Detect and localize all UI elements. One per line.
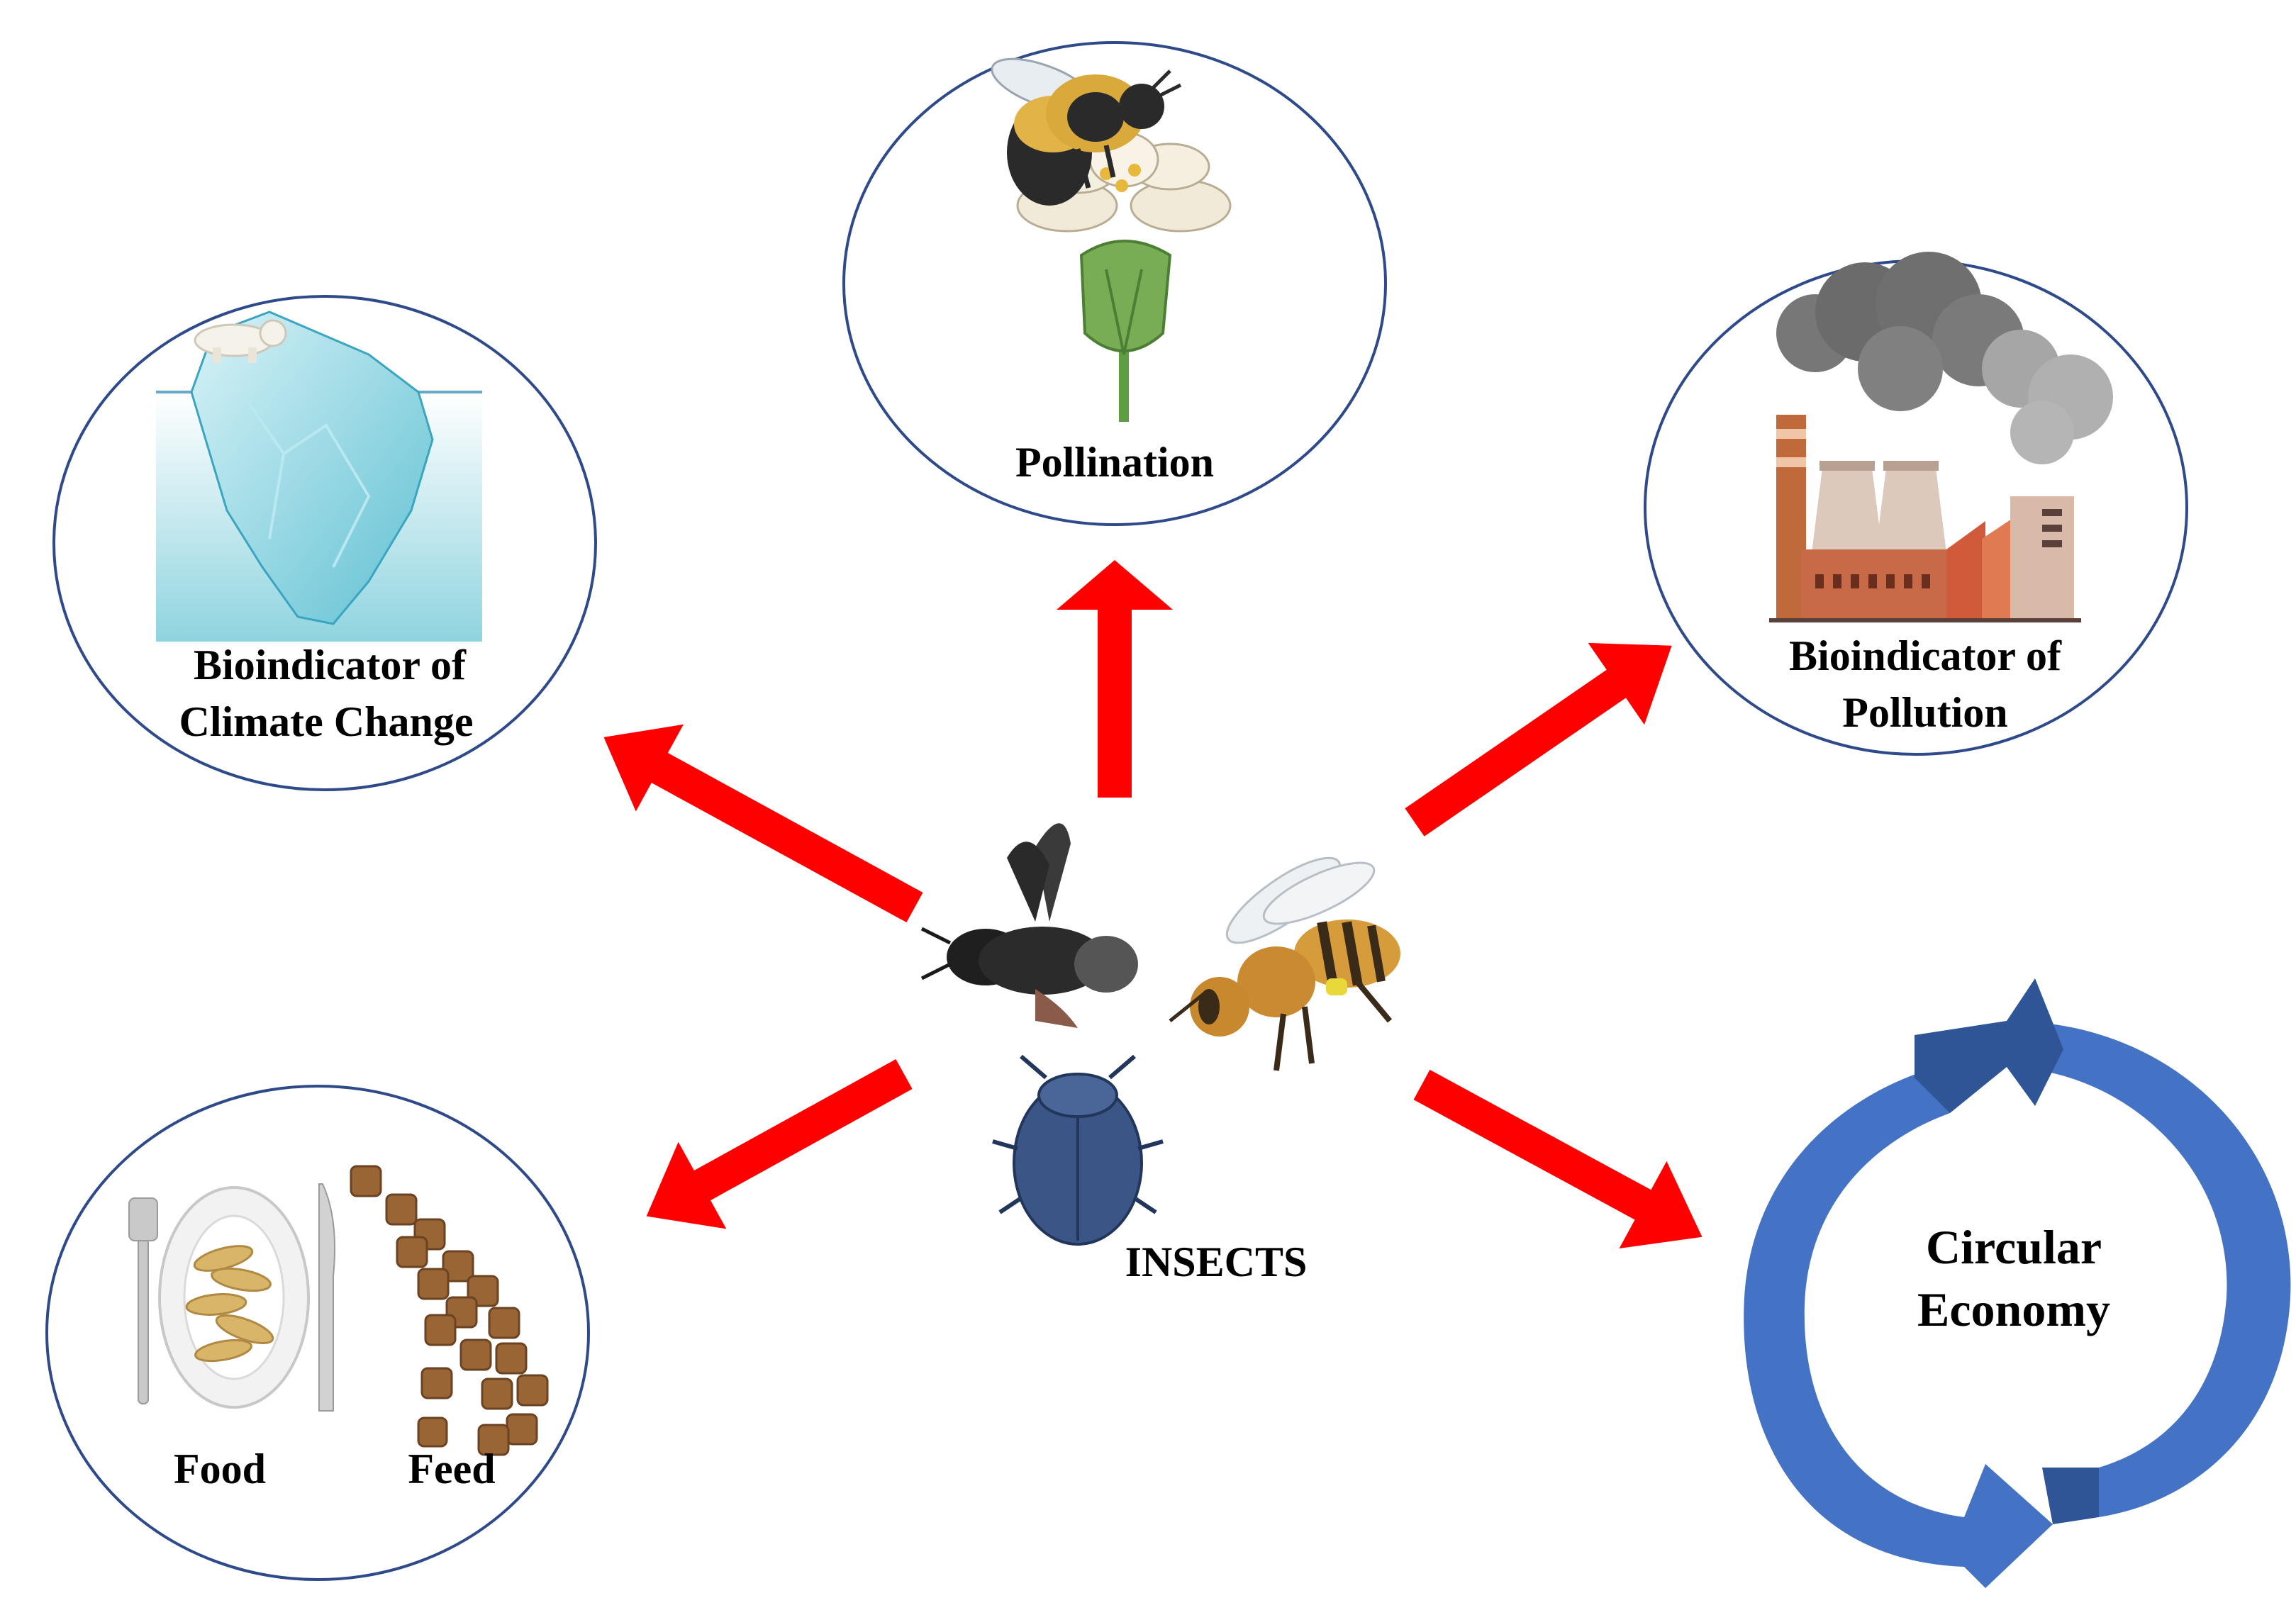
circular-economy-node: Circular Economy: [1744, 978, 2291, 1588]
arrow-to-climate: [603, 724, 923, 923]
pollination-node: Pollination: [842, 41, 1387, 526]
knife-icon: [318, 1183, 336, 1412]
center-insects: INSECTS: [920, 823, 1400, 1285]
pollination-label: Pollination: [1015, 439, 1214, 486]
black-bee-icon: [920, 823, 1138, 1028]
fork-icon: [128, 1197, 158, 1404]
insects-label: INSECTS: [1125, 1239, 1308, 1285]
factory-icon: [1769, 415, 2081, 622]
feed-pellets-icon: [350, 1165, 549, 1456]
climate-label-line2: Climate Change: [179, 698, 474, 745]
food-label: Food: [174, 1446, 266, 1492]
cycle-arrows-icon: [1744, 978, 2291, 1588]
arrow-down-right: [1413, 1069, 1703, 1248]
arrow-up: [1057, 560, 1173, 798]
arrow-up-right: [1405, 642, 1672, 837]
iceberg-icon: [156, 311, 482, 642]
food-feed-circle: [45, 1085, 590, 1581]
arrow-to-pollution: [1405, 642, 1672, 837]
honeybee-icon: [1169, 856, 1400, 1071]
arrow-to-circular-economy: [1413, 1069, 1703, 1248]
pollution-label-line2: Pollution: [1842, 689, 2007, 736]
beetle-icon: [992, 1054, 1164, 1246]
feed-label: Feed: [408, 1446, 495, 1492]
arrow-to-food-feed: [646, 1058, 913, 1229]
food-feed-node: Food Feed: [45, 1085, 590, 1581]
larvae-icon: [185, 1245, 274, 1363]
climate-change-node: Bioindicator of Climate Change: [52, 295, 597, 791]
climate-label-line1: Bioindicator of: [194, 642, 467, 688]
circular-label-line1: Circular: [1926, 1220, 2102, 1274]
circular-label-line2: Economy: [1917, 1282, 2110, 1336]
pollution-label-line1: Bioindicator of: [1789, 632, 2062, 679]
arrow-up-left: [603, 724, 923, 923]
bumblebee-icon: [991, 57, 1182, 206]
arrow-to-pollination: [1057, 560, 1173, 798]
pollution-node: Bioindicator of Pollution: [1644, 252, 2188, 756]
polar-bear-icon: [194, 319, 287, 363]
smoke-cloud-icon: [1776, 252, 2113, 464]
arrow-down-left: [646, 1058, 913, 1229]
